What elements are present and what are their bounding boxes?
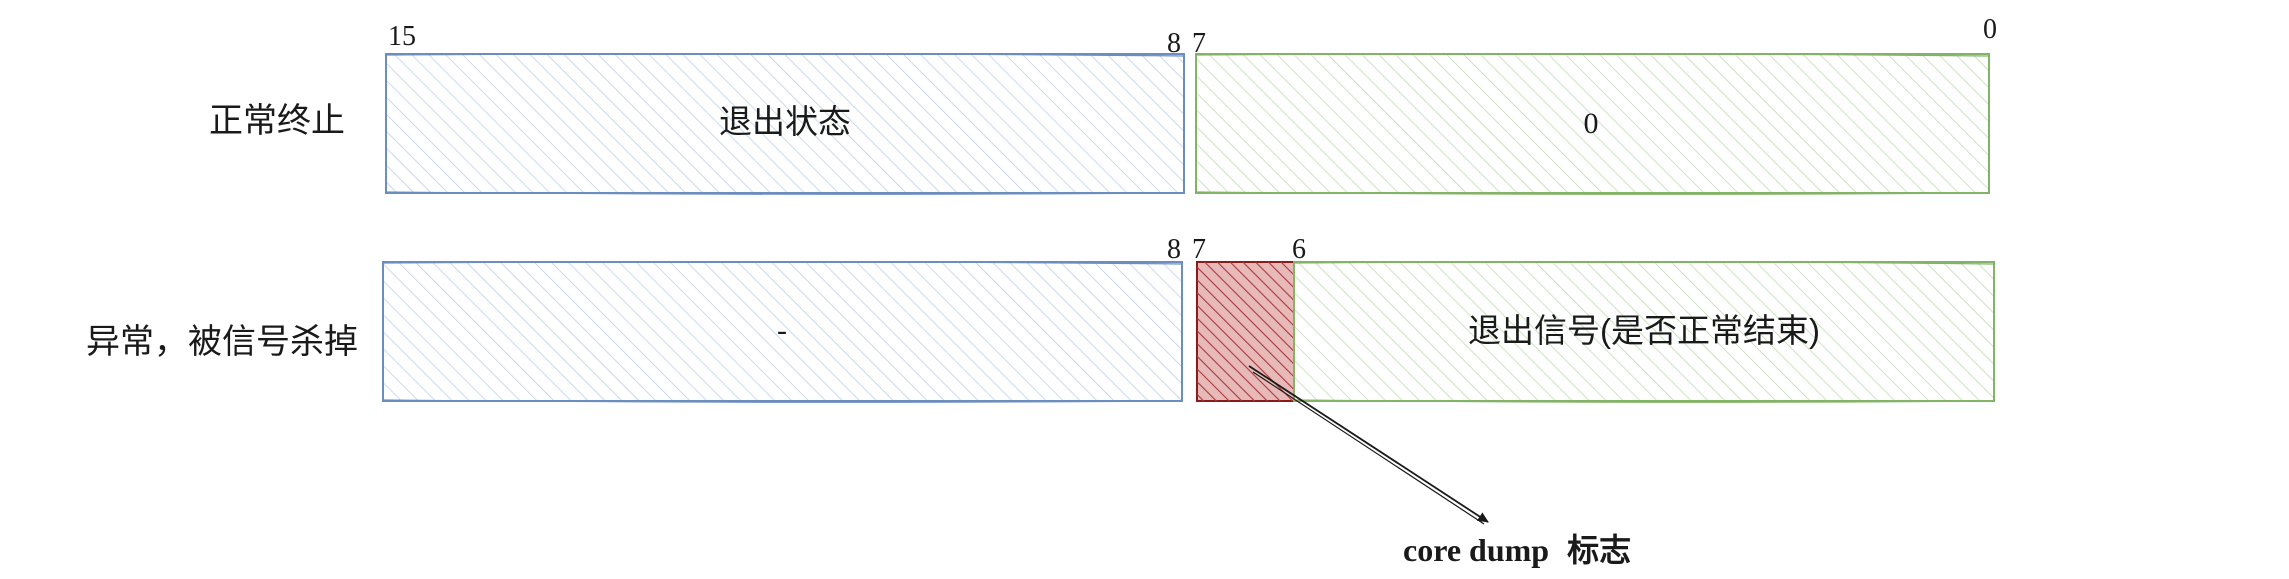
core-dump-latin: core dump xyxy=(1403,532,1549,568)
core-dump-flag-label: core dump 标志 xyxy=(1403,531,1631,569)
row-label-normal: 正常终止 xyxy=(209,102,345,140)
exit-signal-text: 退出信号(是否正常结束) xyxy=(1468,312,1820,349)
bit-number-7: 7 xyxy=(1192,28,1206,59)
bit-number-6-row2: 6 xyxy=(1292,234,1306,265)
low-byte-zero-text: 0 xyxy=(1584,107,1599,140)
bit-number-8: 8 xyxy=(1167,28,1181,59)
signal-number-box: 退出信号(是否正常结束) xyxy=(1292,261,1995,403)
bit-number-0: 0 xyxy=(1983,14,1997,45)
row-label-killed: 异常，被信号杀掉 xyxy=(86,323,358,361)
core-dump-cjk: 标志 xyxy=(1567,531,1631,569)
high-byte-box-exit-status: 退出状态 xyxy=(384,53,1186,195)
high-byte-box-unused: - xyxy=(381,261,1184,403)
exit-status-text: 退出状态 xyxy=(719,103,851,140)
low-byte-box-zero: 0 xyxy=(1194,53,1990,195)
bit-number-8-row2: 8 xyxy=(1167,234,1181,265)
unused-dash-text: - xyxy=(777,314,787,347)
core-dump-bit-box xyxy=(1196,261,1295,402)
core-dump-arrow xyxy=(1248,365,1489,525)
row-killed-by-signal: 异常，被信号杀掉 8 7 6 - 退出信号(是否正常结束) xyxy=(86,234,1995,403)
bit-number-7-row2: 7 xyxy=(1192,234,1206,265)
row-normal-termination: 正常终止 15 8 7 0 退出状态 0 xyxy=(209,14,1997,195)
bit-number-15: 15 xyxy=(388,21,416,52)
